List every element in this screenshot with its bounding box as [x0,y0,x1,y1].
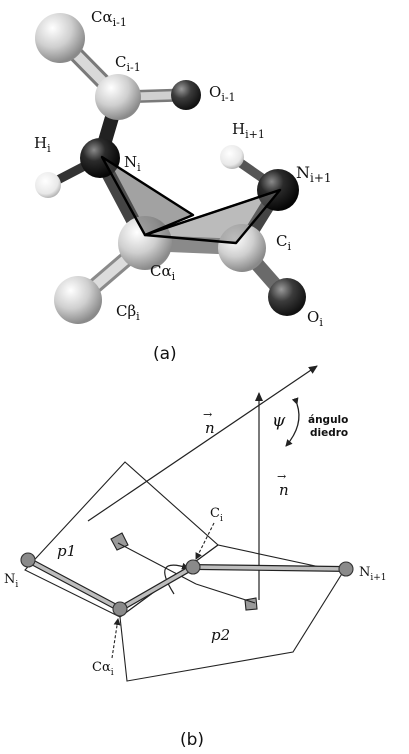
bond-n-i-ca-i-fill [26,558,122,611]
label-h-next: Hi+1 [232,120,265,141]
caption-b: (b) [180,730,204,750]
dihedral-angle-arc [285,397,300,447]
label-ca-i-b: Cαi [92,660,114,678]
plane-p1-label: p1 [57,542,76,560]
pointer-c-i [195,522,215,560]
atom-h-i [35,172,61,198]
normal-vector-1 [87,365,318,522]
label-o-prev: Oi-1 [209,83,236,104]
plane-p2-label: p2 [211,626,230,644]
label-n-next: Ni+1 [296,163,332,185]
label-ca-prev: Cαi-1 [91,8,127,29]
atom-ca-prev [35,13,85,63]
label-c-prev: Ci-1 [115,53,141,74]
projection-line-1 [117,542,197,585]
projection-line-2 [195,583,256,604]
pointer-ca-i [111,618,121,659]
bond-c-i-n-next-fill [191,565,348,571]
vector-n-1-arrow: → [203,408,212,421]
rotation-arrow [164,562,189,595]
angle-label-line1: ángulo [308,414,348,426]
vector-n-2-label: n [279,481,289,499]
atom-c-i-b [185,559,201,575]
atom-o-prev [171,80,201,110]
label-n-i-b: Ni [4,572,18,590]
atom-c-prev [95,74,141,120]
label-cb-i: Cβi [116,302,140,323]
panel-b-labels: → n → n ψ ángulo diedro p1 p2 Ni Ni+1 Ci… [4,408,387,678]
label-c-i: Ci [276,232,291,253]
atom-cb-i [54,276,102,324]
label-ca-i: Cαi [150,262,176,283]
atom-n-i-b [20,552,36,568]
vector-n-2-arrow: → [277,470,286,483]
angle-label-line2: diedro [310,427,348,439]
atom-o-i [268,278,306,316]
peptide-plane-1 [100,155,195,237]
atom-ca-i-b [112,601,128,617]
panel-b-diagram [20,365,354,682]
caption-a: (a) [153,344,177,364]
panel-a-molecule: Cαi-1 Ci-1 Oi-1 Hi Ni Hi+1 Ni+1 Cαi Ci C… [34,8,332,329]
label-n-next-b: Ni+1 [359,565,387,583]
label-o-i: Oi [307,308,323,329]
atom-n-next-b [338,561,354,577]
bond-ca-i-c-i-fill [118,565,195,611]
plane-diagonal [144,188,281,237]
atom-h-next [220,145,244,169]
label-n-i: Ni [124,153,141,174]
psi-symbol: ψ [272,411,286,431]
label-h-i: Hi [34,134,51,155]
vector-n-1-label: n [205,419,215,437]
label-c-i-b: Ci [210,506,223,524]
